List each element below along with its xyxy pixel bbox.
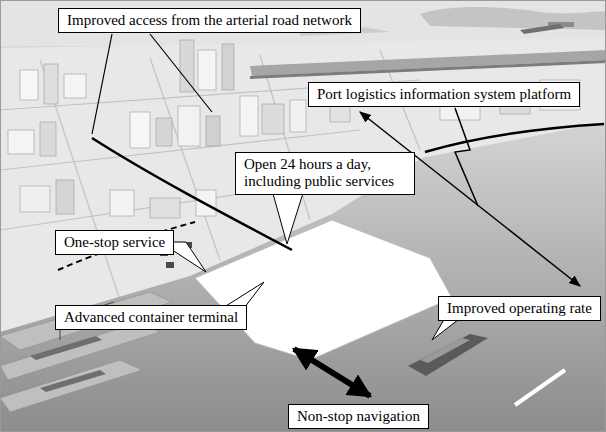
callout-text: Port logistics information system platfo… xyxy=(317,86,571,103)
callout-box: One-stop service xyxy=(55,230,174,255)
callout-text: Improved access from the arterial road n… xyxy=(67,12,352,29)
callout-text: Improved operating rate xyxy=(447,300,592,317)
callout-box: Open 24 hours a day, including public se… xyxy=(235,152,415,195)
callout-text: One-stop service xyxy=(64,234,165,251)
callout-box: Port logistics information system platfo… xyxy=(308,82,580,107)
callout-text: Advanced container terminal xyxy=(64,309,238,326)
callout-box: Non-stop navigation xyxy=(288,404,429,429)
callout-box: Improved operating rate xyxy=(438,296,601,321)
callout-text: Open 24 hours a day, including public se… xyxy=(244,156,406,191)
callout-box: Advanced container terminal xyxy=(55,305,247,330)
callout-text: Non-stop navigation xyxy=(297,408,420,425)
callout-box: Improved access from the arterial road n… xyxy=(58,8,361,33)
